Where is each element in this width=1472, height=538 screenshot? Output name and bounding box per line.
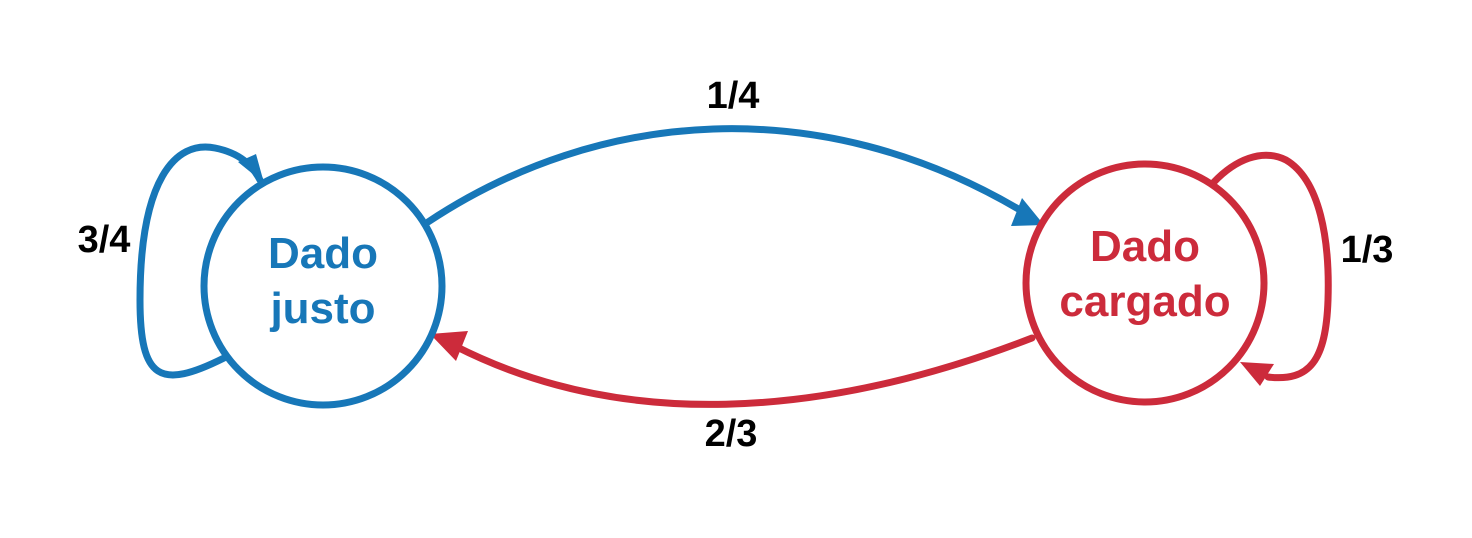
arrowhead-fair-to-fair [238,154,264,183]
edge-loaded-to-fair [451,334,1036,408]
label-fair-to-loaded: 1/4 [707,75,760,117]
label-fair-to-fair: 3/4 [78,219,131,261]
label-loaded-to-fair: 2/3 [705,413,758,455]
edge-loaded-to-loaded [1210,151,1332,382]
state-loaded-label-line1: Dado [1090,222,1200,271]
state-loaded-label-line2: cargado [1059,277,1230,326]
label-loaded-to-loaded: 1/3 [1341,229,1394,271]
state-fair-circle [200,163,446,409]
arrowhead-loaded-to-fair [430,331,468,361]
state-fair-label-line2: justo [269,284,375,333]
state-fair-label-line1: Dado [268,229,378,278]
edge-fair-to-fair [136,143,264,379]
edge-fair-to-loaded [424,125,1024,226]
arrowhead-fair-to-loaded [1011,198,1044,226]
arrowhead-loaded-to-loaded [1240,362,1274,386]
state-loaded-circle [1022,160,1268,406]
